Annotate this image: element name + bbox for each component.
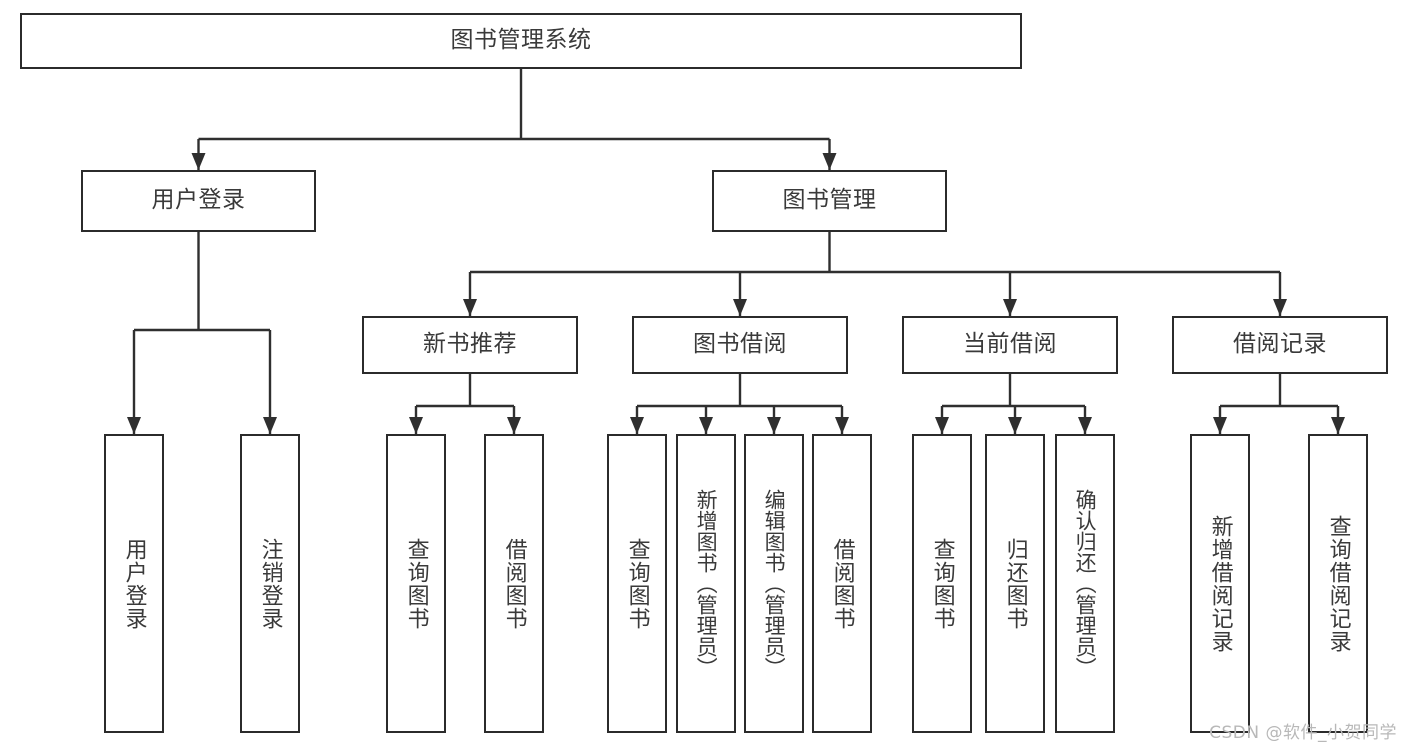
- connector-arrowhead: [935, 417, 949, 434]
- node-label: 确认归还（管理员）: [1073, 489, 1098, 678]
- node-borrow-record[interactable]: 借阅记录: [1172, 316, 1388, 374]
- node-leaf-add-book[interactable]: 新增图书（管理员）: [676, 434, 736, 733]
- node-leaf-query-book-borrow[interactable]: 查询图书: [607, 434, 667, 733]
- node-label: 查询图书: [929, 537, 955, 630]
- connector-arrowhead: [507, 417, 521, 434]
- node-leaf-borrow-book-recommend[interactable]: 借阅图书: [484, 434, 544, 733]
- node-leaf-edit-book[interactable]: 编辑图书（管理员）: [744, 434, 804, 733]
- connector-arrowhead: [1078, 417, 1092, 434]
- connector-arrowhead: [409, 417, 423, 434]
- connector-arrowhead: [767, 417, 781, 434]
- connector-arrowhead: [463, 299, 477, 316]
- node-label: 注销登录: [257, 537, 283, 630]
- node-label: 用户登录: [151, 187, 246, 214]
- node-label: 归还图书: [1002, 537, 1028, 630]
- node-book-manage[interactable]: 图书管理: [712, 170, 947, 232]
- node-leaf-query-book-recommend[interactable]: 查询图书: [386, 434, 446, 733]
- connector-arrowhead: [835, 417, 849, 434]
- connector-arrowhead: [127, 417, 141, 434]
- node-label: 图书管理: [782, 187, 877, 214]
- connector-arrowhead: [263, 417, 277, 434]
- node-user-login[interactable]: 用户登录: [81, 170, 316, 232]
- node-label: 编辑图书（管理员）: [762, 489, 787, 678]
- node-leaf-user-logout[interactable]: 注销登录: [240, 434, 300, 733]
- node-new-book-recommend[interactable]: 新书推荐: [362, 316, 578, 374]
- node-leaf-user-login[interactable]: 用户登录: [104, 434, 164, 733]
- connector-arrowhead: [1003, 299, 1017, 316]
- connector-arrowhead: [733, 299, 747, 316]
- connector-arrowhead: [1331, 417, 1345, 434]
- node-root[interactable]: 图书管理系统: [20, 13, 1022, 69]
- node-label: 查询图书: [403, 537, 429, 630]
- node-label: 图书管理系统: [450, 27, 592, 54]
- node-label: 用户登录: [121, 537, 147, 630]
- node-current-borrow[interactable]: 当前借阅: [902, 316, 1118, 374]
- node-leaf-return-book[interactable]: 归还图书: [985, 434, 1045, 733]
- node-label: 查询图书: [624, 537, 650, 630]
- node-label: 借阅图书: [829, 537, 855, 630]
- node-label: 新书推荐: [423, 331, 517, 358]
- node-label: 图书借阅: [693, 331, 787, 358]
- node-label: 新增图书（管理员）: [694, 489, 719, 678]
- node-leaf-confirm-return[interactable]: 确认归还（管理员）: [1055, 434, 1115, 733]
- node-leaf-query-book-current[interactable]: 查询图书: [912, 434, 972, 733]
- connector-arrowhead: [1213, 417, 1227, 434]
- watermark-label: CSDN @软件_小贺同学: [1209, 723, 1397, 743]
- node-leaf-borrow-book[interactable]: 借阅图书: [812, 434, 872, 733]
- connector-arrowhead: [699, 417, 713, 434]
- connector-arrowhead: [1273, 299, 1287, 316]
- node-label: 查询借阅记录: [1325, 514, 1351, 653]
- node-book-borrow[interactable]: 图书借阅: [632, 316, 848, 374]
- connector-arrowhead: [191, 153, 206, 170]
- node-label: 当前借阅: [963, 331, 1057, 358]
- connector-arrowhead: [1008, 417, 1022, 434]
- connector-arrowhead: [630, 417, 644, 434]
- node-label: 新增借阅记录: [1207, 514, 1233, 653]
- node-label: 借阅记录: [1233, 331, 1327, 358]
- node-leaf-add-borrow-record[interactable]: 新增借阅记录: [1190, 434, 1250, 733]
- node-leaf-query-borrow-record[interactable]: 查询借阅记录: [1308, 434, 1368, 733]
- node-label: 借阅图书: [501, 537, 527, 630]
- connector-arrowhead: [822, 153, 837, 170]
